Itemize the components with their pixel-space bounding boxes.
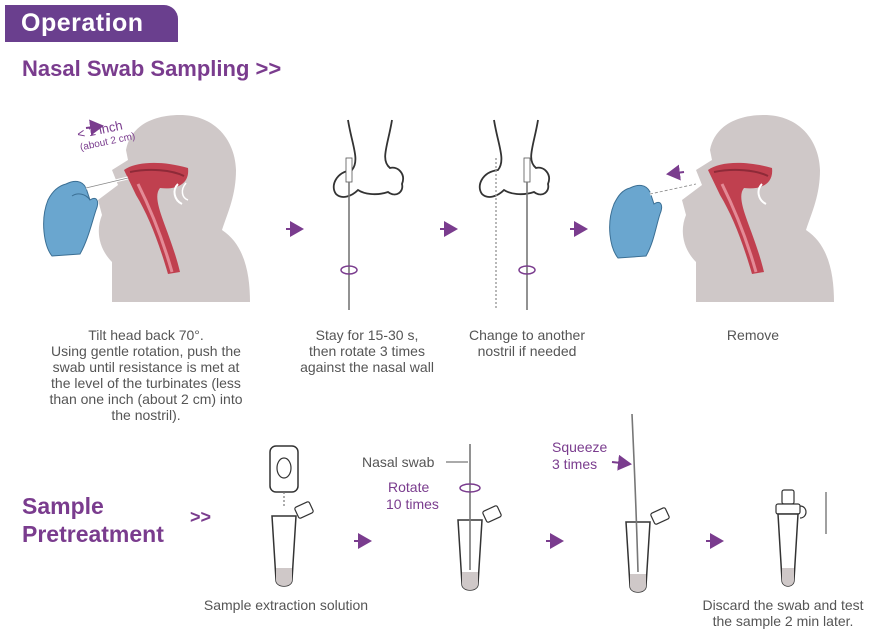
swab-tip-right xyxy=(523,157,531,183)
sample-heading-arrow: >> xyxy=(190,507,212,527)
squeeze-arrow xyxy=(611,454,632,471)
head-profile-left xyxy=(98,115,250,302)
nose-outline-right xyxy=(478,119,550,198)
rotate-icon-tube xyxy=(459,483,481,493)
extraction-solution-bottle xyxy=(269,445,299,508)
step-3-caption: Change to another nostril if needed xyxy=(469,327,585,359)
extraction-tube-3 xyxy=(625,507,670,593)
squeeze-label: Squeeze 3 times xyxy=(552,439,608,472)
rotate-label: Rotate 10 times xyxy=(386,479,439,512)
rotate-icon-center xyxy=(340,265,358,275)
nasal-swab-heading: Nasal Swab Sampling >> xyxy=(22,56,282,81)
operation-badge: Operation xyxy=(5,5,178,42)
gloved-hand-right xyxy=(609,184,663,259)
step-1-caption: Tilt head back 70°. Using gentle rotatio… xyxy=(49,327,243,423)
insert-direction-arrow xyxy=(85,119,104,136)
nose-outline-center xyxy=(332,119,404,198)
remove-direction-arrow xyxy=(666,164,685,181)
operation-title: Operation xyxy=(21,9,144,37)
capped-test-tube xyxy=(775,489,807,587)
step-2-caption: Stay for 15-30 s, then rotate 3 times ag… xyxy=(300,327,434,375)
nasal-swab-label: Nasal swab xyxy=(362,454,435,470)
rotate-icon-right xyxy=(518,265,536,275)
swab-tip-center xyxy=(345,157,353,183)
final-step-caption: Discard the swab and test the sample 2 m… xyxy=(702,597,864,629)
sample-pretreatment-heading: Sample Pretreatment xyxy=(22,493,164,547)
step-4-caption: Remove xyxy=(726,327,780,343)
gloved-hand-left xyxy=(43,180,99,257)
head-profile-right xyxy=(682,115,834,302)
extraction-tube-2 xyxy=(457,505,502,591)
swab-squeezed xyxy=(631,413,639,573)
extraction-solution-caption: Sample extraction solution xyxy=(203,597,369,613)
extraction-tube-1 xyxy=(271,501,314,587)
